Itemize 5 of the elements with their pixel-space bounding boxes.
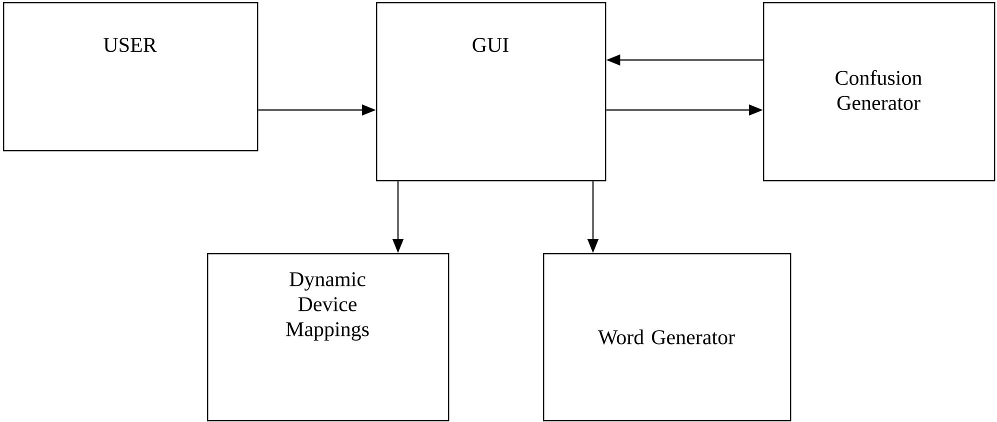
- process-box: GUI: [376, 2, 606, 182]
- process-box: USER: [3, 2, 258, 152]
- process-box: Dynamic Device Mappings: [207, 253, 450, 422]
- process-box: Word Generator: [543, 253, 792, 422]
- process-box: Confusion Generator: [763, 2, 996, 182]
